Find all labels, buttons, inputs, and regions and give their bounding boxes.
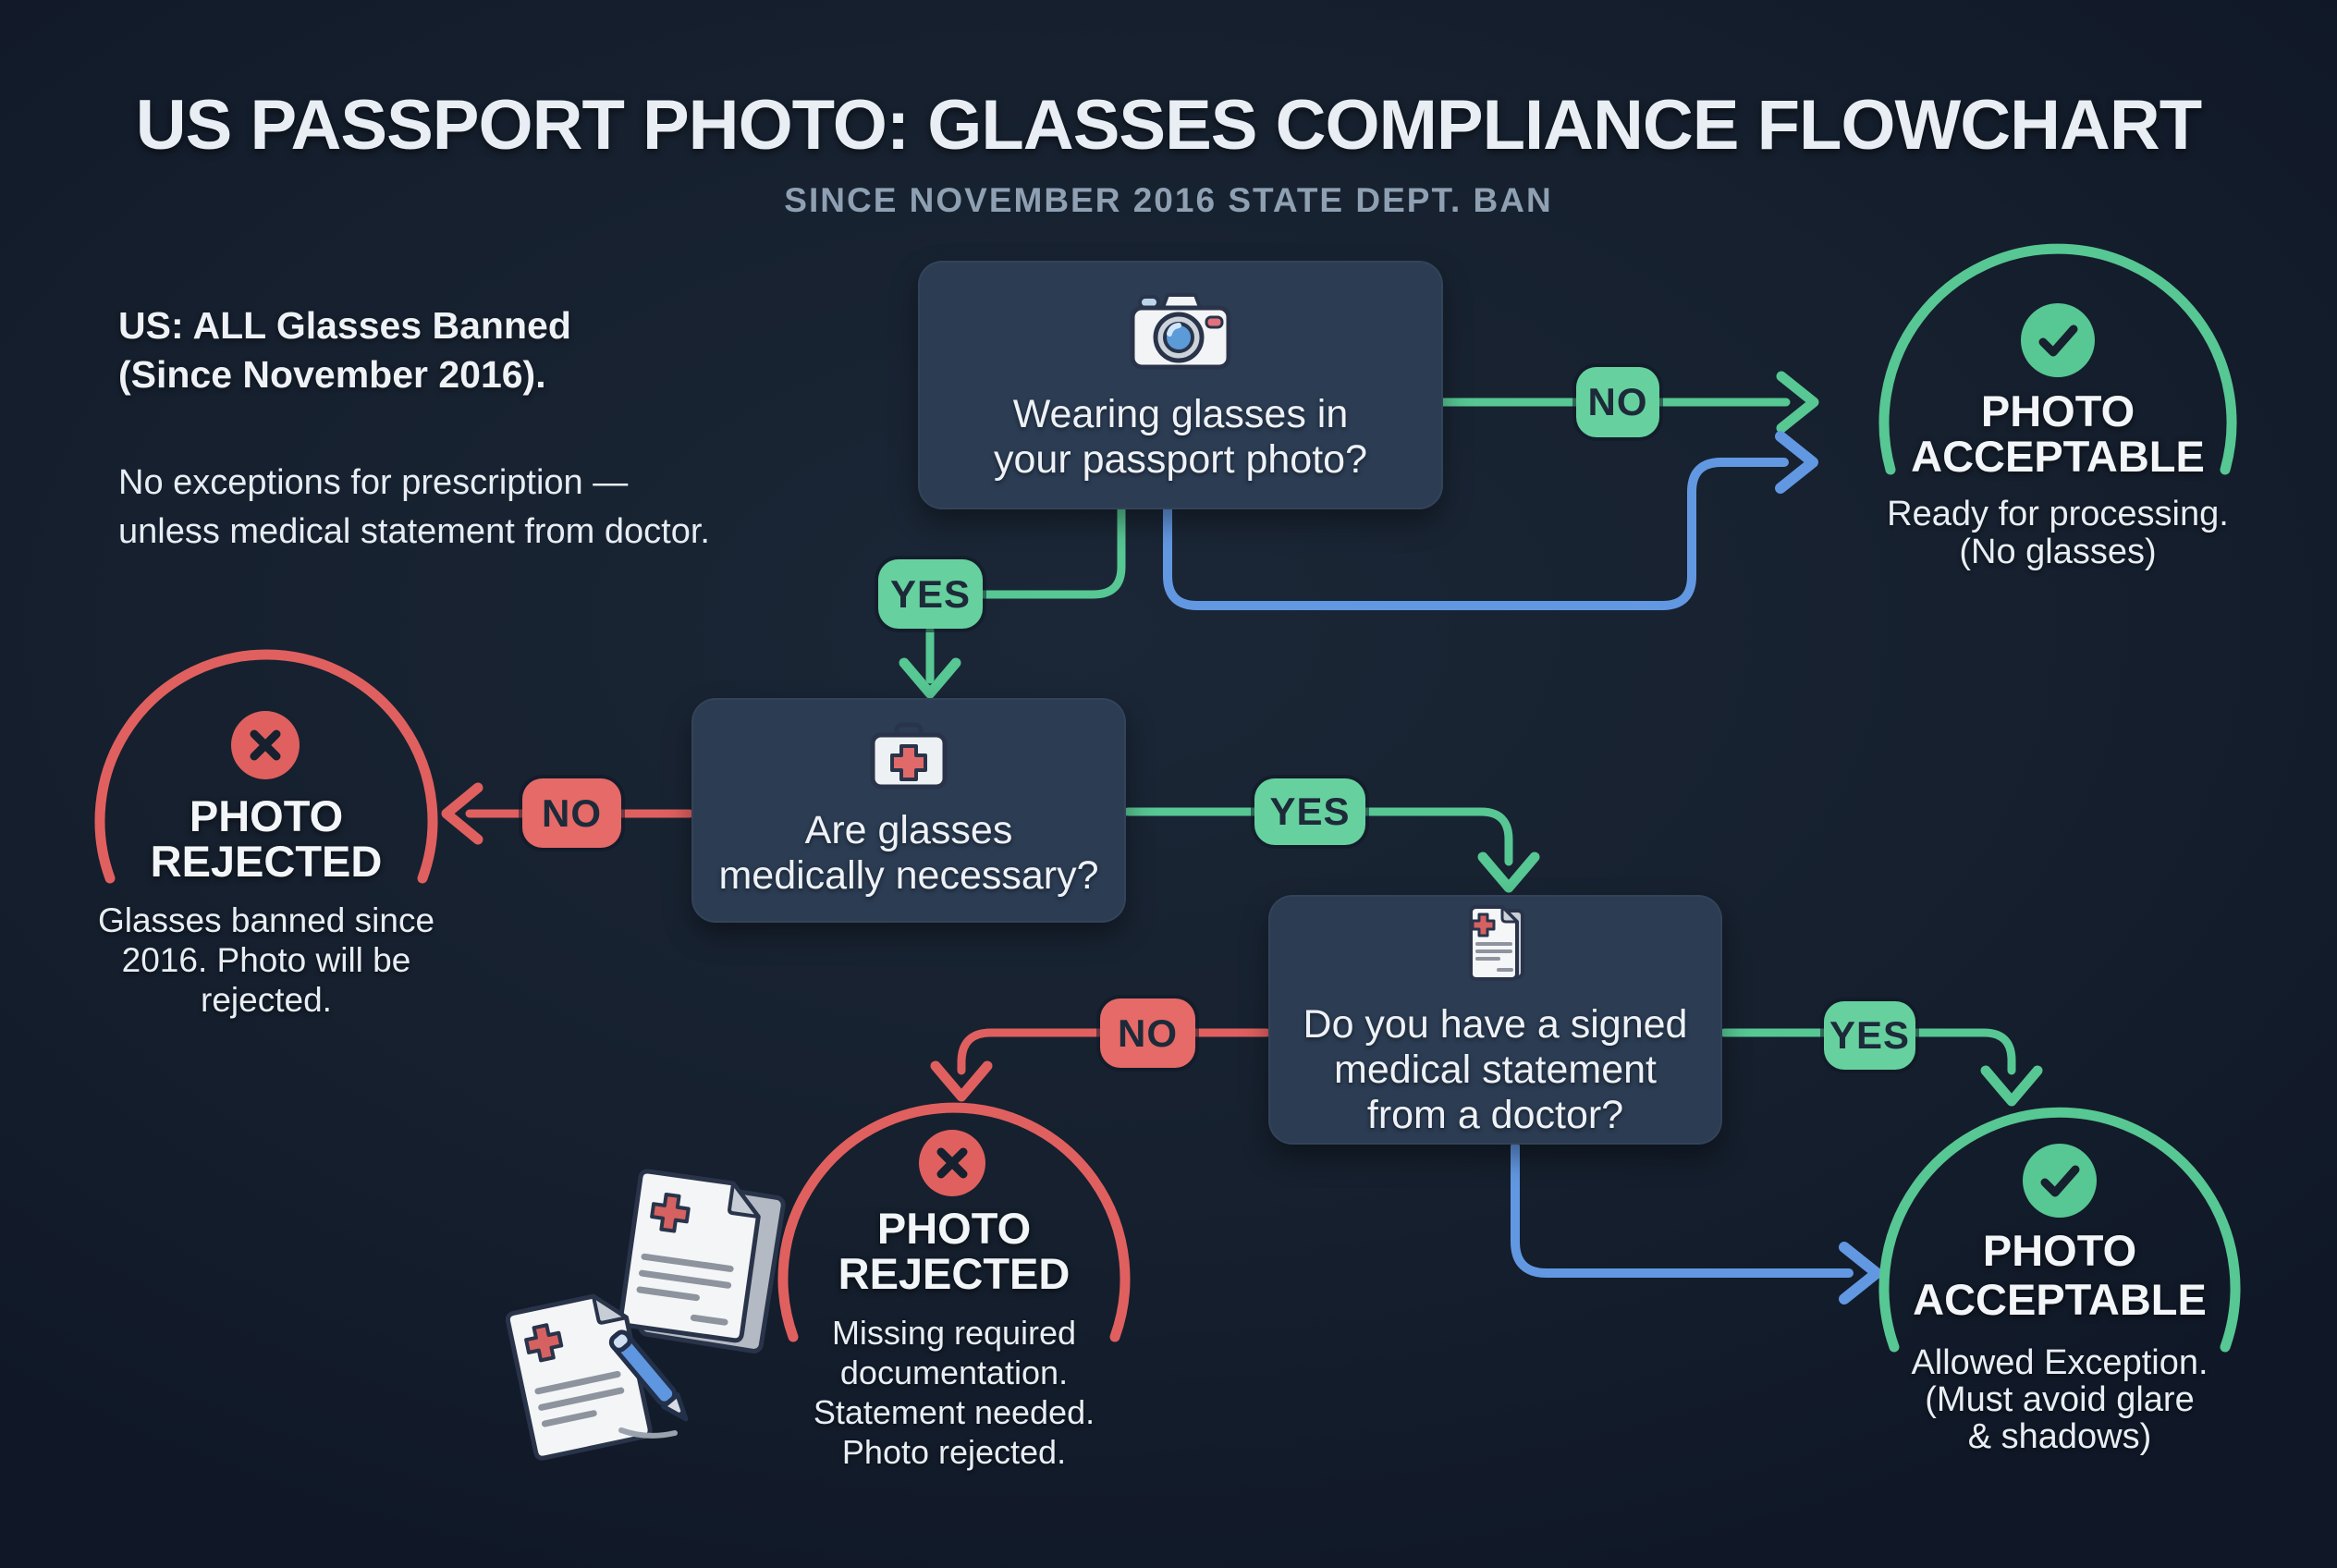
outcome-desc-line: rejected. [201,981,332,1019]
outcome-desc: Allowed Exception. (Must avoid glare & s… [1838,1344,2282,1455]
arrow-q3-yes [1719,1028,2043,1107]
reject-left-ring [94,649,438,884]
check-icon [2021,303,2095,382]
branch-label-no: NO [1576,367,1659,437]
question-node-medical-statement: Do you have a signed medical statement f… [1268,895,1722,1145]
outcome-desc: Glasses banned since 2016. Photo will be… [44,900,488,1020]
question-text-line: medical statement [1334,1047,1657,1092]
arrow-q3-no [930,1028,1271,1102]
outcome-title-line: PHOTO [1982,1226,2137,1275]
arrow-bypass-bottom [1511,1142,1882,1305]
accept-bottom-ring [1878,1107,2241,1353]
outcome-title-photo-rejected: PHOTO REJECTED [732,1206,1176,1296]
x-icon [231,711,300,784]
reject-bottom-ring [777,1102,1131,1342]
outcome-title-line: PHOTO [1980,386,2135,435]
outcome-desc-line: documentation. [839,1354,1069,1391]
outcome-desc-line: 2016. Photo will be [121,941,411,979]
first-aid-kit-icon [866,722,951,795]
outcome-desc: Ready for processing. (No glasses) [1836,496,2280,571]
outcome-desc-line: & shadows) [1967,1417,2152,1456]
ban-note-bold-line2: (Since November 2016). [118,353,546,396]
arrow-bypass-top [1163,431,1818,610]
question-text-line: Wearing glasses in [1012,392,1349,436]
page-title: US PASSPORT PHOTO: GLASSES COMPLIANCE FL… [135,86,2202,165]
ban-note-body-line1: No exceptions for prescription — [118,463,629,502]
outcome-title-line: ACCEPTABLE [1911,432,2205,481]
outcome-desc: Missing required documentation. Statemen… [732,1313,1176,1472]
page-subtitle: SINCE NOVEMBER 2016 STATE DEPT. BAN [784,181,1553,219]
check-icon [2023,1144,2097,1222]
outcome-desc-line: Missing required [831,1314,1077,1352]
x-icon [919,1130,985,1201]
camera-icon [1125,288,1236,379]
question-text-line: Do you have a signed [1303,1002,1688,1047]
branch-label-no: NO [1100,998,1195,1068]
branch-label-yes: YES [1254,778,1365,845]
outcome-desc-line: (No glasses) [1959,533,2157,571]
branch-label-no: NO [522,778,621,848]
outcome-desc-line: Photo rejected. [841,1433,1067,1471]
pen-icon [608,1329,689,1422]
outcome-title-line: PHOTO [189,791,344,840]
outcome-desc-line: (Must avoid glare [1925,1380,2195,1419]
medical-document-icon [1463,901,1528,989]
question-text-line: Are glasses [804,808,1013,852]
outcome-desc-line: Statement needed. [813,1393,1095,1431]
question-text-line: medically necessary? [718,853,1099,898]
question-node-medically-necessary: Are glasses medically necessary? [691,698,1126,923]
outcome-title-photo-acceptable: PHOTO ACCEPTABLE [1836,388,2280,479]
outcome-title-line: ACCEPTABLE [1913,1275,2207,1324]
ban-note: US: ALL Glasses Banned (Since November 2… [118,301,950,557]
branch-label-yes: YES [1824,1001,1915,1070]
medical-documents-illustration [505,1169,786,1461]
arrow-q2-yes [1123,807,1540,893]
outcome-desc-line: Allowed Exception. [1911,1343,2209,1382]
outcome-title-line: REJECTED [838,1249,1071,1298]
outcome-title-photo-acceptable: PHOTO ACCEPTABLE [1838,1226,2282,1324]
outcome-title-photo-rejected: PHOTO REJECTED [44,793,488,884]
accept-top-ring [1878,243,2237,475]
ban-note-bold-line1: US: ALL Glasses Banned [118,304,571,347]
arrow-q1-yes [899,503,1126,699]
question-text-line: your passport photo? [994,437,1367,482]
outcome-desc-line: Ready for processing. [1887,495,2229,533]
ban-note-body-line2: unless medical statement from doctor. [118,512,710,551]
question-text-line: from a doctor? [1366,1093,1624,1137]
branch-label-yes: YES [878,559,983,629]
outcome-title-line: PHOTO [876,1204,1032,1253]
outcome-desc-line: Glasses banned since [97,901,435,939]
question-node-wearing-glasses: Wearing glasses in your passport photo? [918,261,1443,509]
outcome-title-line: REJECTED [150,837,383,886]
